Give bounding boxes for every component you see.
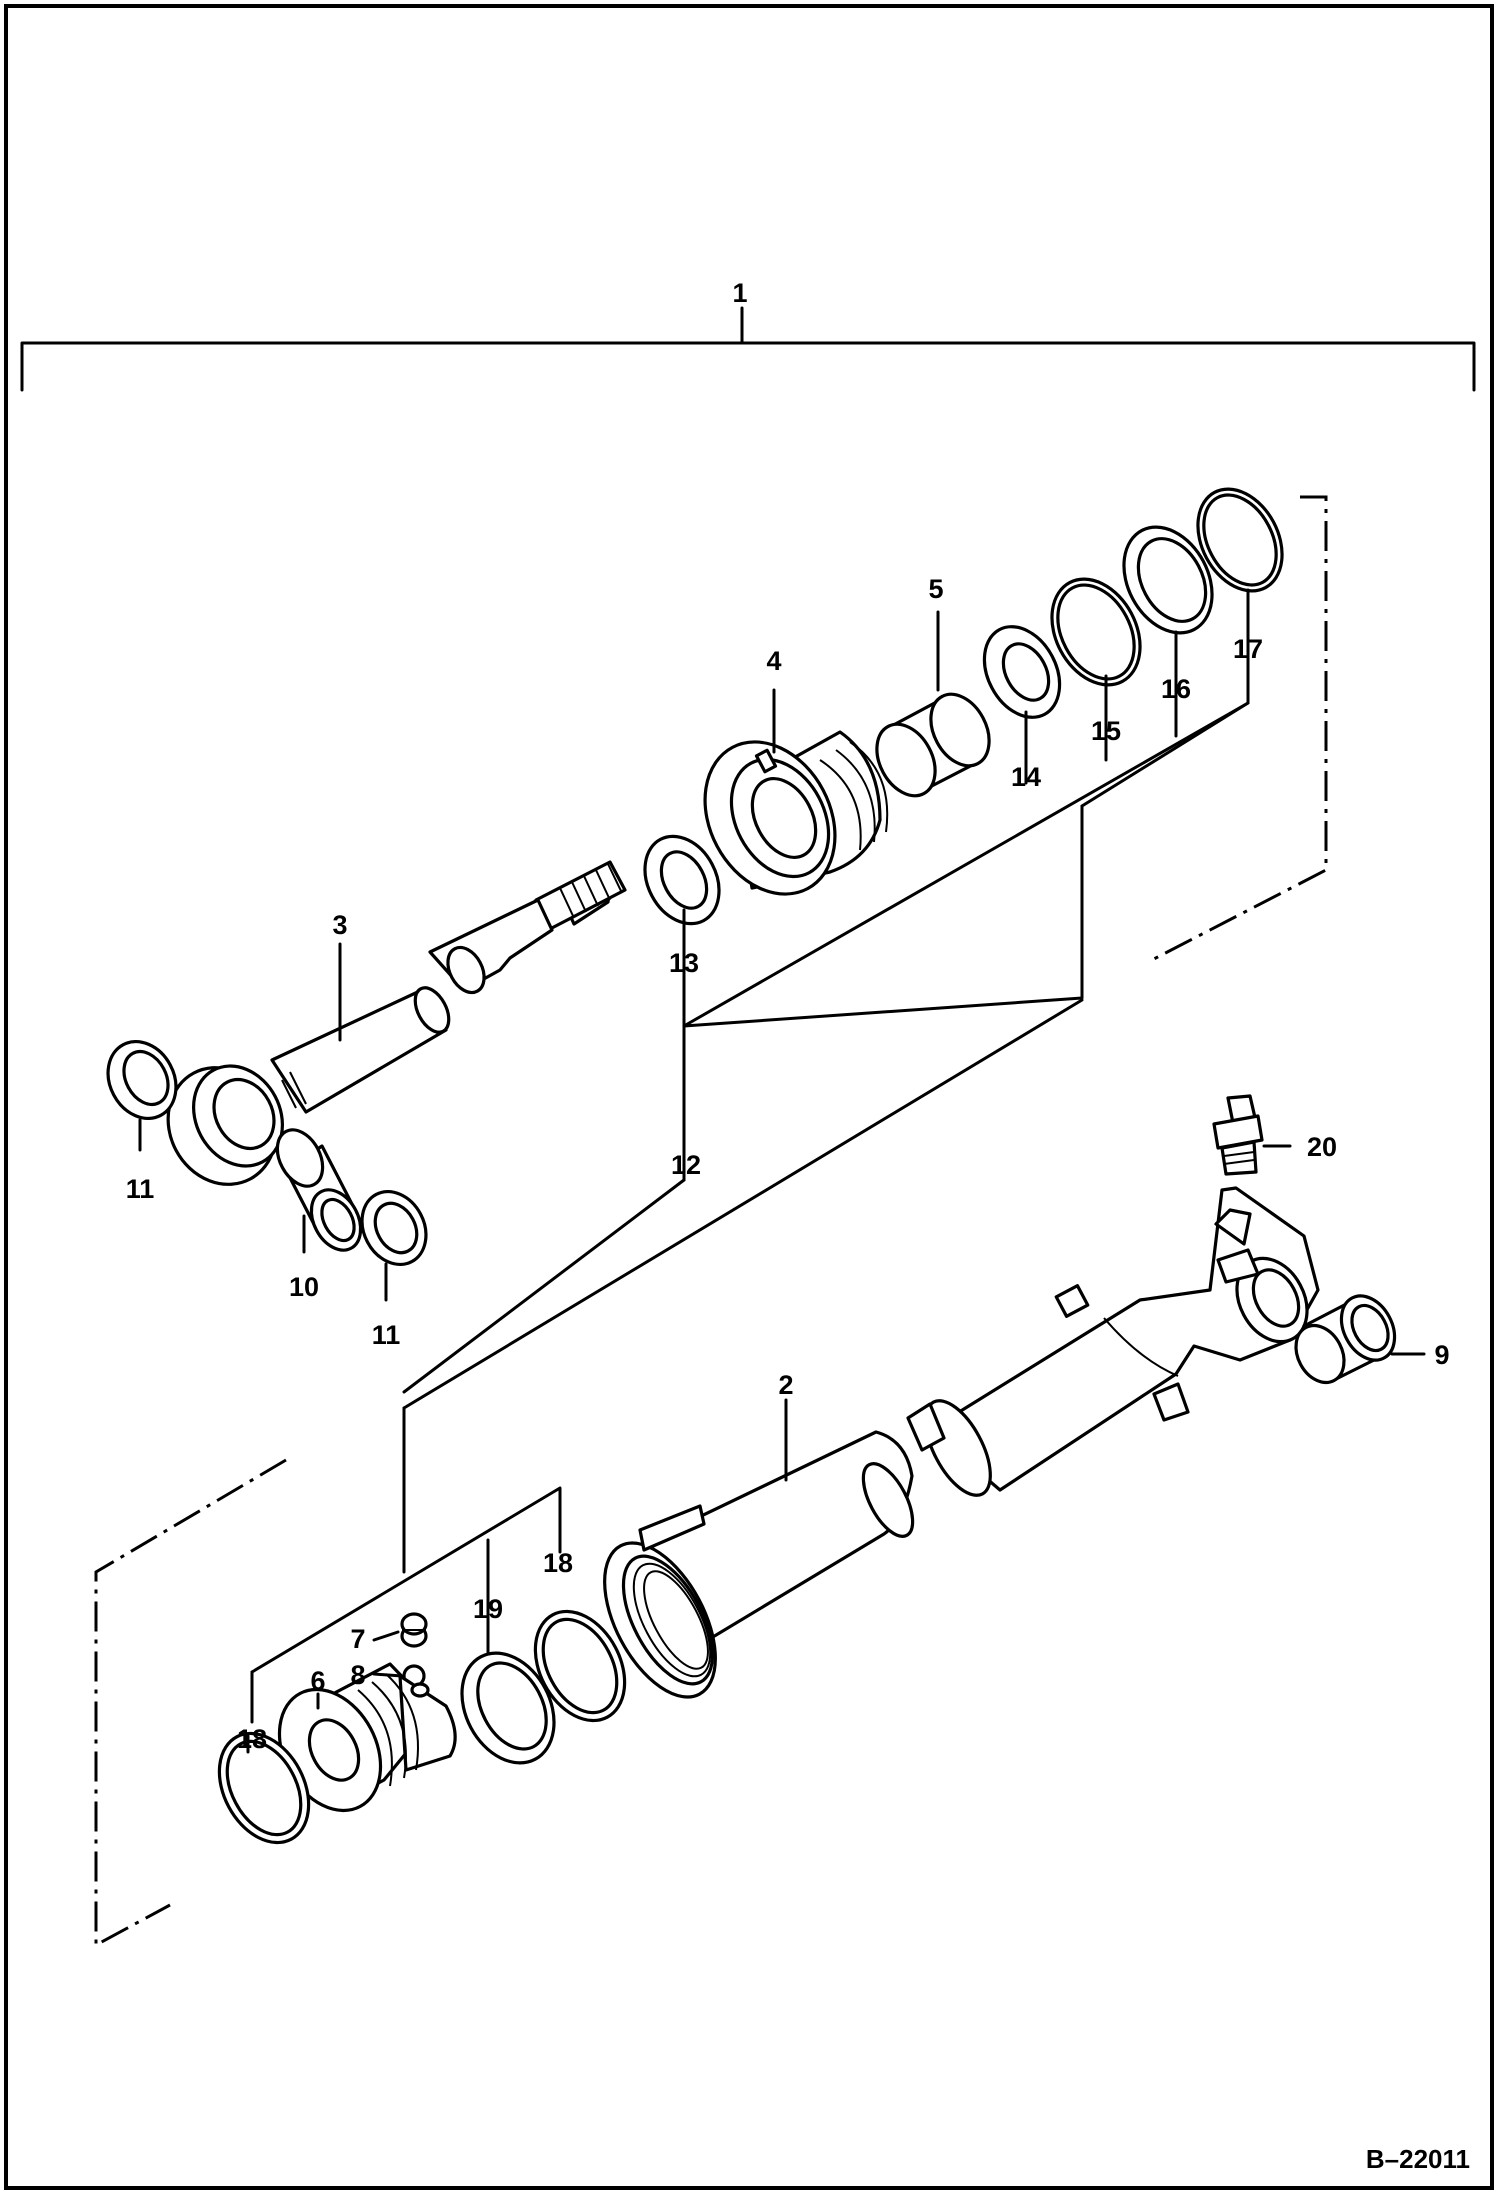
callout-3: 3: [332, 910, 347, 940]
callout-5: 5: [928, 574, 943, 604]
callout-15: 15: [1091, 716, 1121, 746]
wear-ring-18-right: [533, 1609, 627, 1723]
bushing-5: [875, 692, 991, 798]
callout-11-lower: 11: [372, 1320, 401, 1350]
o-ring-15: [1050, 577, 1142, 687]
piston-rod: [166, 860, 627, 1186]
leader-lines: [250, 616, 1250, 1724]
drawing-code: B–22011: [1366, 2144, 1470, 2174]
bushing-9: [1294, 1294, 1426, 1385]
callout-11-upper: 11: [126, 1174, 155, 1204]
callout-1: 1: [732, 278, 747, 308]
assembly-bracket: [20, 306, 1476, 392]
seal-14: [982, 625, 1062, 719]
break-lines: [94, 495, 1328, 1948]
set-screw-7: [400, 1612, 428, 1648]
callout-2: 2: [778, 1370, 793, 1400]
bushing-10: [275, 1128, 363, 1252]
callout-18-left: 18: [237, 1724, 267, 1754]
callout-13: 13: [669, 948, 699, 978]
piston-6: [277, 1662, 457, 1813]
callout-leaders: [138, 588, 1250, 1754]
wiper-ring-upper: [106, 1040, 178, 1120]
callout-10: 10: [289, 1272, 319, 1302]
callout-7: 7: [350, 1624, 365, 1654]
gland-head: [703, 730, 889, 896]
callout-labels: 1 2 3 4 5 6 7 8 9 10 11 11 12 13 14 15 1…: [126, 278, 1450, 1754]
cylinder-barrel: [603, 1186, 1320, 1699]
backup-ring-16: [1122, 525, 1214, 635]
o-ring-17: [1196, 487, 1284, 593]
callout-6: 6: [310, 1666, 325, 1696]
callout-8: 8: [350, 1660, 365, 1690]
page-border: [4, 4, 1494, 2190]
callout-14: 14: [1011, 762, 1041, 792]
callout-20: 20: [1307, 1132, 1337, 1162]
callout-4: 4: [766, 646, 781, 676]
grease-fitting: [1212, 1094, 1292, 1176]
callout-18-right: 18: [543, 1548, 573, 1578]
wiper-ring-lower: [360, 1190, 428, 1266]
seal-13: [643, 834, 721, 926]
callout-19: 19: [473, 1594, 503, 1624]
callout-12: 12: [671, 1150, 701, 1180]
wear-ring-18-left: [217, 1731, 311, 1845]
callout-16: 16: [1161, 674, 1191, 704]
callout-9: 9: [1434, 1340, 1449, 1370]
callout-17: 17: [1233, 634, 1263, 664]
piston-seal-19: [460, 1651, 556, 1765]
